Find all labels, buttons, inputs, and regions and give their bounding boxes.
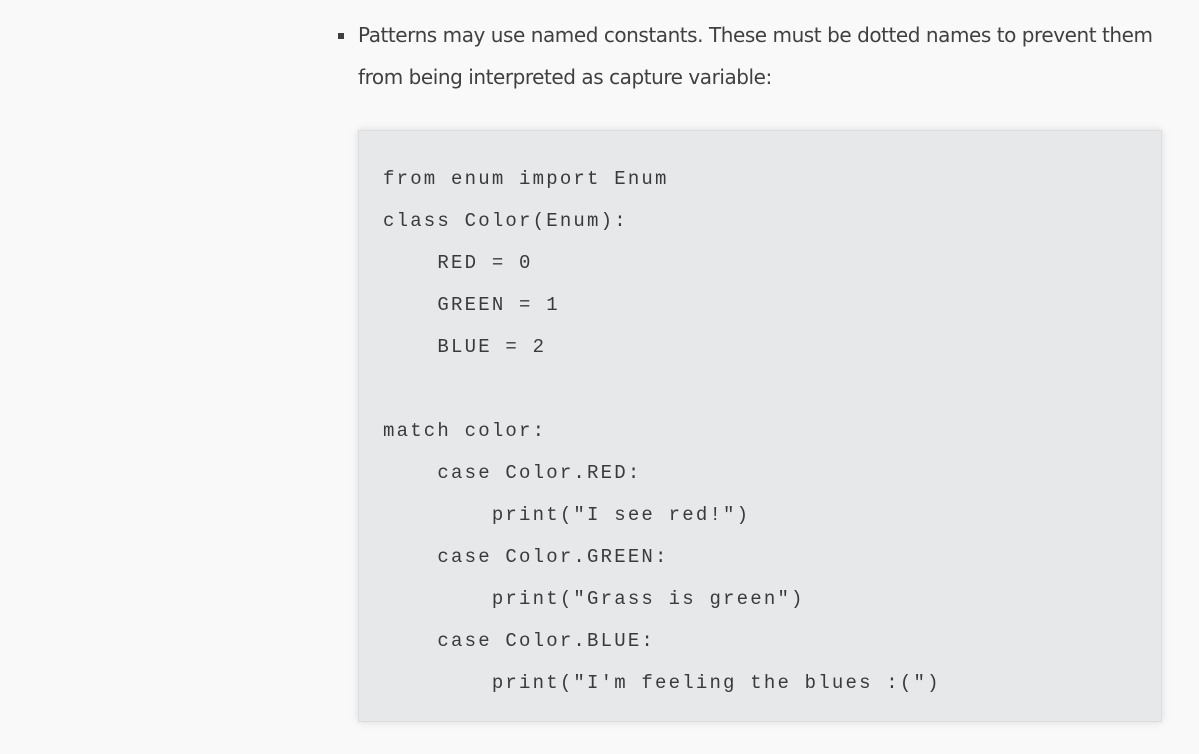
- code-content: from enum import Enum class Color(Enum):…: [383, 168, 941, 694]
- code-block: from enum import Enum class Color(Enum):…: [358, 130, 1162, 722]
- bullet-list-item: Patterns may use named constants. These …: [338, 14, 1158, 98]
- bullet-marker-icon: [338, 33, 344, 39]
- bullet-text: Patterns may use named constants. These …: [358, 23, 1153, 89]
